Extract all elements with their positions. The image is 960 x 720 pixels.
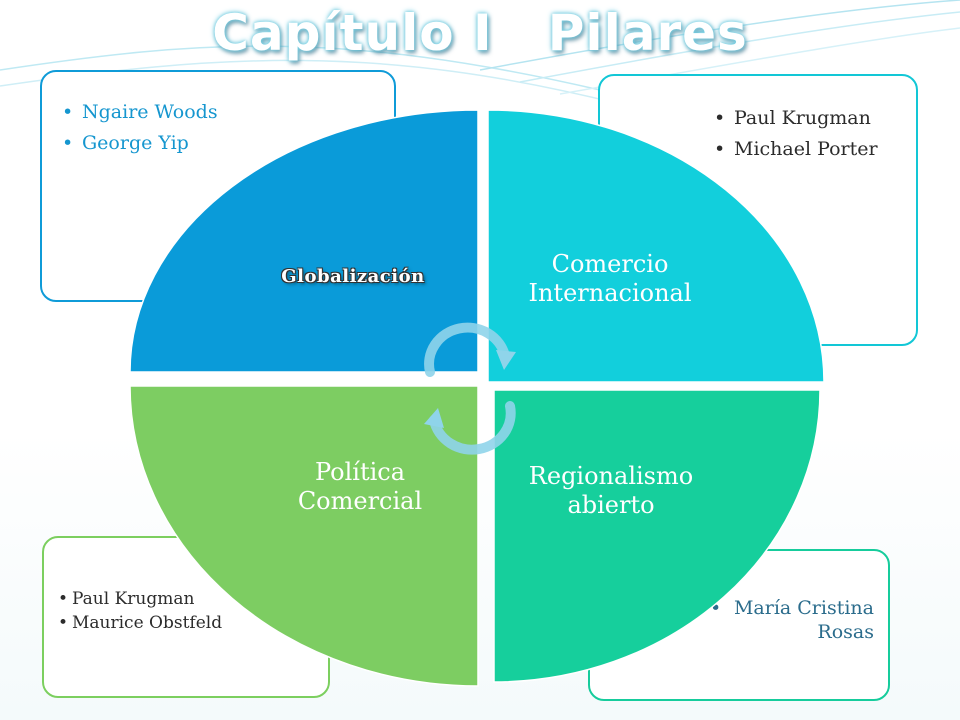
comercio-authors-list: Paul Krugman Michael Porter [600,76,916,161]
circular-arrows-icon [424,322,516,455]
author-item: Maurice Obstfeld [58,612,242,634]
globalizacion-label: Globalización [281,266,425,287]
author-item: Michael Porter [714,137,916,162]
quadrant-regionalismo [493,389,821,683]
regionalismo-label: Regionalismo abierto [528,462,694,519]
author-item: Paul Krugman [58,588,242,610]
globalizacion-authors-list: Ngaire Woods George Yip [42,72,394,155]
quadrant-globalizacion [129,109,479,373]
slide-title: Capítulo I Pilares [212,4,748,62]
politica-authors-list: Paul Krugman Maurice Obstfeld [44,538,242,634]
politica-label: Política Comercial [297,458,423,515]
author-item: Ngaire Woods [62,100,394,125]
quadrant-comercio [487,109,825,383]
author-item: George Yip [62,131,394,156]
comercio-label: Comercio Internacional [528,250,692,307]
quadrant-politica [129,385,479,687]
author-item: Paul Krugman [714,106,916,131]
author-item: María Cristina Rosas [710,597,874,645]
regionalismo-authors-list: María Cristina Rosas [590,551,874,645]
